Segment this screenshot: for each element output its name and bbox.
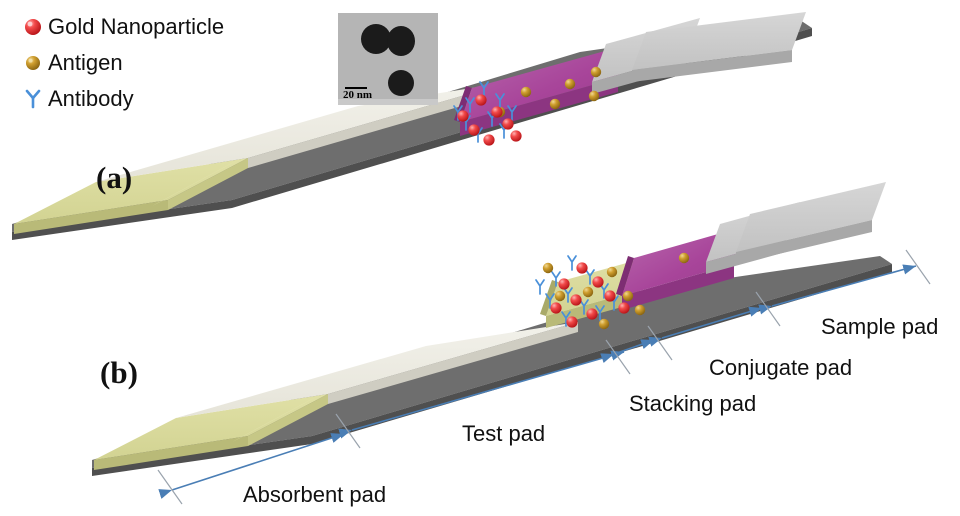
dim-label-absorbent-pad: Absorbent pad [243,482,387,507]
panel-label-b: (b) [100,355,138,390]
gold-sphere-icon [18,53,48,73]
dim-label-sample-pad: Sample pad [821,314,939,339]
strip-a [12,12,812,240]
legend-item-antigen: Antigen [18,50,123,76]
dim-label-conjugate-pad: Conjugate pad [709,355,853,380]
red-sphere-icon [18,17,48,37]
antibody-y-icon [18,88,48,110]
dimension-leader-lines [157,249,931,505]
dimension-arrows [158,264,917,499]
scale-bar-line [345,87,367,89]
legend-item-antibody: Antibody [18,86,134,112]
strip-b-gnp-cluster [535,255,630,330]
tem-inset: 20 nm [338,13,438,105]
dim-label-test-pad: Test pad [462,421,546,446]
legend-item-gold-nanoparticle: Gold Nanoparticle [18,14,224,40]
legend-label-antigen: Antigen [48,50,123,75]
panel-label-a: (a) [96,160,133,195]
dim-label-stacking-pad: Stacking pad [629,391,757,416]
scale-bar-label: 20 nm [343,89,373,101]
strip-a-gnp-cluster [453,81,522,146]
tem-scale-bar: 20 nm [343,87,372,101]
strip-a-test-pad [96,82,510,182]
legend-label-antibody: Antibody [48,86,134,111]
strip-b-antigens [606,252,690,316]
strip-a-absorbent-pad [14,158,248,234]
strip-a-sample-pad [592,12,806,94]
strip-b-sample-pad [706,182,886,274]
legend-label-gold-nanoparticle: Gold Nanoparticle [48,14,225,39]
